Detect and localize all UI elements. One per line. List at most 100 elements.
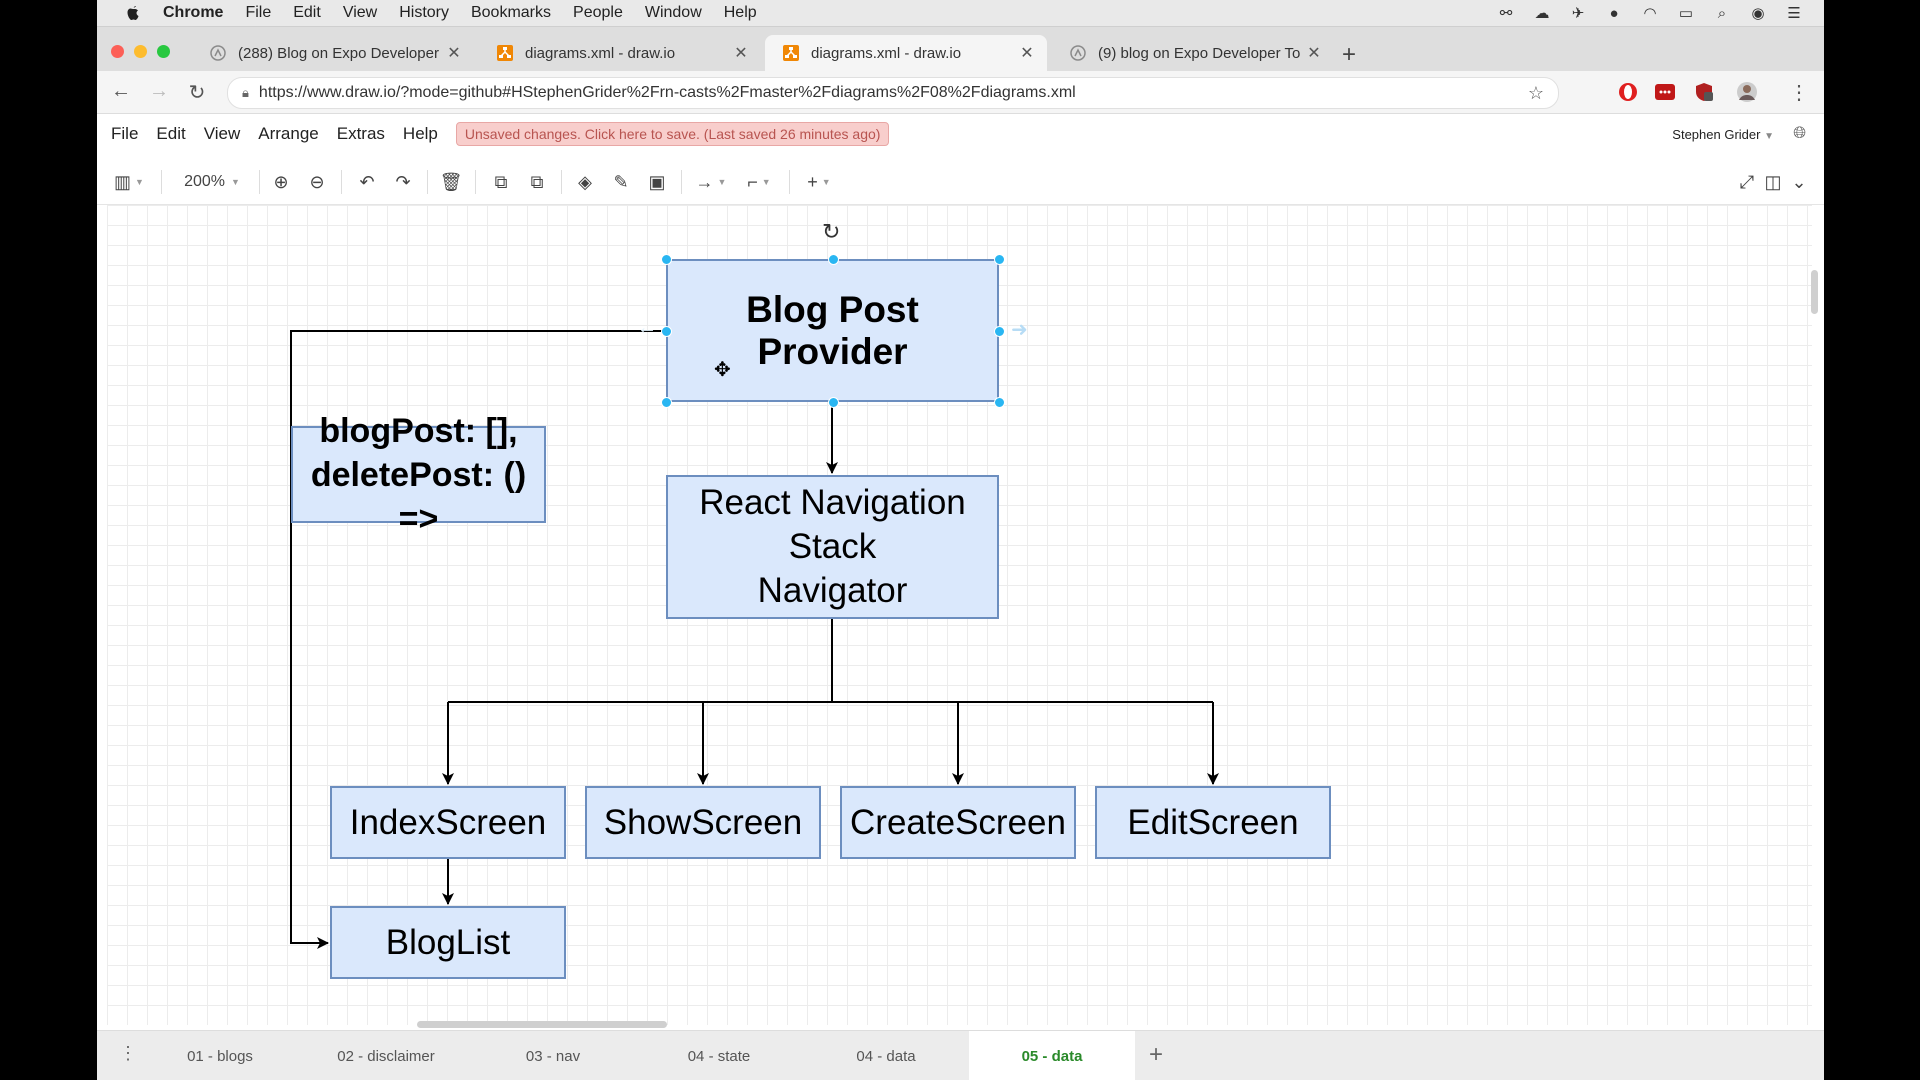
vertical-scrollbar[interactable]	[1811, 270, 1818, 314]
node-context-value[interactable]: blogPost: [], deletePost: () =>	[291, 412, 546, 538]
node-bloglist[interactable]: BlogList	[330, 906, 566, 979]
drawio-menu-edit[interactable]: Edit	[156, 124, 186, 143]
drawio-menu-extras[interactable]: Extras	[336, 124, 385, 143]
forward-button[interactable]: →	[149, 80, 169, 102]
fill-color-icon[interactable]: ◈	[578, 171, 592, 192]
node-edit-screen[interactable]: EditScreen	[1095, 786, 1331, 859]
node-create-screen[interactable]: CreateScreen	[840, 786, 1076, 859]
page-tab-04-state[interactable]: 04 - state	[687, 1047, 751, 1065]
menu-file[interactable]: File	[245, 4, 272, 21]
connection-style-icon[interactable]: →▼	[695, 171, 727, 192]
browser-tab-drawio-active[interactable]: diagrams.xml - draw.io ✕	[765, 35, 1047, 71]
record-icon[interactable]: ●	[1609, 4, 1619, 22]
collapse-toolbar-icon[interactable]: ⌄	[1791, 171, 1807, 192]
node-show-screen[interactable]: ShowScreen	[585, 786, 821, 859]
minimize-window-button[interactable]	[134, 45, 147, 58]
resize-handle[interactable]	[661, 254, 672, 265]
page-tab-02-disclaimer[interactable]: 02 - disclaimer	[337, 1047, 435, 1065]
format-panel-icon[interactable]: ◫	[1764, 171, 1782, 192]
zoom-select[interactable]: 200%▼	[184, 173, 240, 190]
siri-icon[interactable]: ◉	[1751, 5, 1765, 22]
apple-icon[interactable]	[125, 5, 141, 21]
waypoints-icon[interactable]: ⌐▼	[747, 171, 771, 192]
shadow-icon[interactable]: ▣	[648, 171, 666, 192]
browser-tab-drawio-1[interactable]: diagrams.xml - draw.io ✕	[479, 35, 761, 71]
drawio-menu-view[interactable]: View	[203, 124, 241, 143]
close-window-button[interactable]	[111, 45, 124, 58]
to-front-icon[interactable]: ⧉	[494, 171, 508, 192]
close-tab-icon[interactable]: ✕	[447, 45, 461, 62]
drawio-menu-arrange[interactable]: Arrange	[258, 124, 319, 143]
resize-handle[interactable]	[661, 326, 672, 337]
quick-connect-arrow-left-icon[interactable]: ←	[637, 317, 657, 339]
zoom-in-icon[interactable]: ⊕	[273, 171, 289, 192]
chrome-menu-icon[interactable]: ⋮	[1789, 82, 1809, 104]
menu-history[interactable]: History	[399, 4, 449, 21]
cloud-icon[interactable]: ☁	[1534, 5, 1550, 22]
node-stack-navigator[interactable]: React Navigation Stack Navigator	[666, 475, 999, 619]
reload-button[interactable]: ↻	[188, 82, 206, 104]
close-tab-icon[interactable]: ✕	[734, 45, 748, 62]
page-tab-05-data[interactable]: 05 - data	[969, 1031, 1135, 1080]
shield-extension-icon[interactable]	[1693, 81, 1715, 103]
node-index-screen[interactable]: IndexScreen	[330, 786, 566, 859]
opera-extension-icon[interactable]	[1617, 81, 1639, 103]
diagram-canvas[interactable]: Blog Post Provider blogPost: [], deleteP…	[107, 205, 1812, 1025]
lastpass-extension-icon[interactable]	[1654, 81, 1676, 103]
insert-plus-icon[interactable]: +▼	[807, 171, 831, 192]
page-tab-04-data[interactable]: 04 - data	[856, 1047, 916, 1065]
undo-icon[interactable]: ↶	[359, 171, 375, 192]
menu-help[interactable]: Help	[723, 4, 757, 21]
spotlight-search-icon[interactable]: ⌕	[1717, 4, 1727, 22]
browser-tab-expo-2[interactable]: (9) blog on Expo Developer To ✕	[1052, 35, 1334, 71]
resize-handle[interactable]	[994, 254, 1005, 265]
new-tab-button[interactable]: +	[1342, 41, 1357, 68]
unsaved-changes-banner[interactable]: Unsaved changes. Click here to save. (La…	[455, 122, 890, 146]
line-color-icon[interactable]: ✎	[613, 171, 629, 192]
resize-handle[interactable]	[828, 254, 839, 265]
menu-window[interactable]: Window	[644, 4, 702, 21]
resize-handle[interactable]	[828, 397, 839, 408]
zoom-out-icon[interactable]: ⊖	[309, 171, 325, 192]
glasses-icon[interactable]: ⚯	[1499, 5, 1513, 22]
resize-handle[interactable]	[994, 326, 1005, 337]
bird-icon[interactable]: ✈	[1571, 5, 1585, 22]
menu-bookmarks[interactable]: Bookmarks	[470, 4, 552, 21]
redo-icon[interactable]: ↷	[395, 171, 411, 192]
close-tab-icon[interactable]: ✕	[1307, 45, 1321, 62]
url-bar[interactable]: 🔒︎ https://www.draw.io/?mode=github#HSte…	[227, 77, 1559, 109]
maximize-window-button[interactable]	[157, 45, 170, 58]
pages-menu-icon[interactable]: ⋮	[119, 1043, 137, 1063]
notification-center-icon[interactable]: ☰	[1787, 5, 1801, 22]
delete-icon[interactable]: 🗑︎	[439, 171, 463, 192]
bookmark-star-icon[interactable]: ☆	[1527, 82, 1544, 103]
wifi-icon[interactable]: ◠	[1643, 5, 1657, 22]
battery-icon[interactable]: ▭	[1678, 5, 1694, 22]
horizontal-scrollbar[interactable]	[417, 1021, 667, 1028]
user-menu[interactable]: Stephen Grider ▼	[1672, 127, 1774, 142]
menu-edit[interactable]: Edit	[293, 4, 321, 21]
globe-icon[interactable]: 🌐︎	[1793, 125, 1806, 142]
page-tab-03-nav[interactable]: 03 - nav	[525, 1047, 581, 1065]
drawio-menu-help[interactable]: Help	[402, 124, 438, 143]
menu-view[interactable]: View	[342, 4, 378, 21]
back-button[interactable]: ←	[111, 80, 131, 102]
page-tab-01-blogs[interactable]: 01 - blogs	[187, 1047, 253, 1065]
format-panel-toggle-icon[interactable]: ▥▼	[114, 171, 144, 192]
url-text[interactable]: https://www.draw.io/?mode=github#HStephe…	[258, 84, 1076, 101]
fullscreen-icon[interactable]: ⤢	[1739, 171, 1755, 192]
profile-avatar[interactable]	[1736, 81, 1758, 103]
node-blog-post-provider[interactable]: Blog Post Provider	[666, 259, 999, 402]
to-back-icon[interactable]: ⧉	[530, 171, 544, 192]
add-page-button[interactable]: +	[1149, 1041, 1164, 1068]
menu-app-chrome[interactable]: Chrome	[163, 4, 224, 21]
drawio-menu-file[interactable]: File	[111, 124, 139, 143]
lock-icon[interactable]: 🔒︎	[242, 85, 249, 100]
quick-connect-arrow-icon[interactable]: ➜	[1011, 319, 1028, 341]
resize-handle[interactable]	[994, 397, 1005, 408]
edge-provider-bloglist[interactable]	[290, 330, 666, 949]
close-tab-icon[interactable]: ✕	[1020, 45, 1034, 62]
rotate-handle-icon[interactable]: ↻	[822, 219, 841, 244]
menu-people[interactable]: People	[573, 4, 623, 21]
browser-tab-expo-1[interactable]: (288) Blog on Expo Developer ✕	[192, 35, 474, 71]
